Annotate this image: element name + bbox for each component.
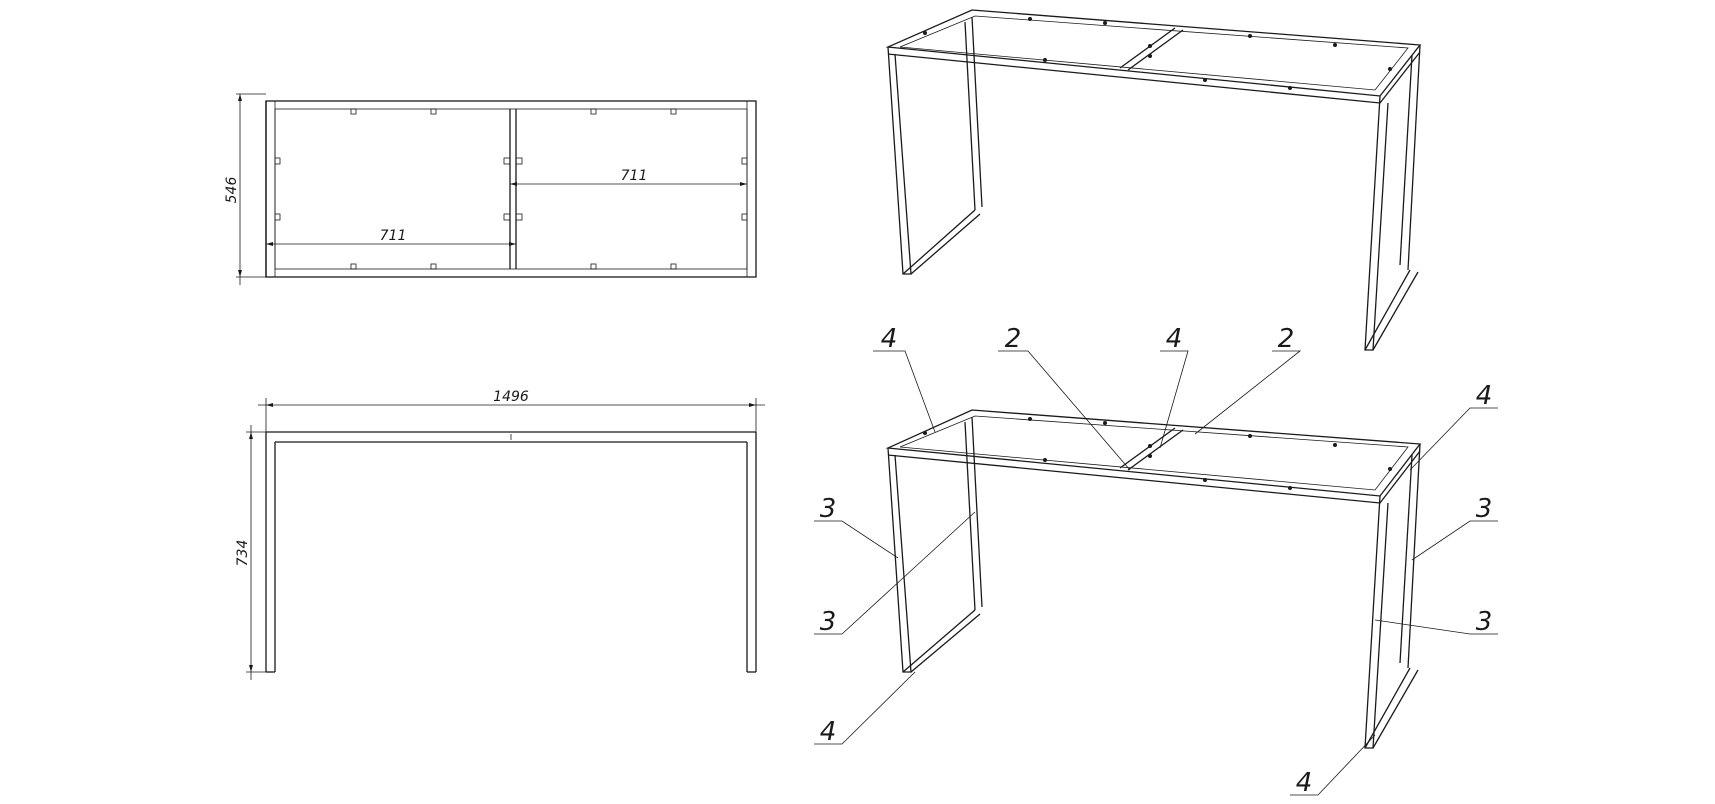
callout-label: 2: [1278, 324, 1295, 354]
callout-label: 4: [1476, 381, 1493, 411]
callout-label: 3: [1476, 607, 1493, 637]
dim-span-right: 711: [510, 168, 747, 186]
callout-label: 4: [881, 324, 898, 354]
callout-leaders: [814, 350, 1498, 796]
dim-depth: 546: [224, 93, 266, 285]
callout-label: 4: [1166, 324, 1183, 354]
dim-height: 734: [235, 425, 266, 680]
callout-label: 3: [820, 494, 837, 524]
dim-span-left-label: 711: [380, 228, 407, 244]
mounting-tabs: [274, 108, 748, 270]
callout-label: 3: [1476, 494, 1493, 524]
callout-label: 3: [820, 607, 837, 637]
top-view: 546 711 711: [224, 93, 757, 285]
front-view: 1496 734: [235, 389, 765, 680]
top-view-outer-frame: [265, 100, 757, 278]
dim-height-label: 734: [235, 540, 251, 567]
isometric-view-upper: [885, 9, 1422, 351]
callout-label: 4: [820, 717, 837, 747]
dim-span-right-label: 711: [621, 168, 648, 184]
callout-label: 2: [1005, 324, 1022, 354]
dim-span-left: 711: [266, 228, 516, 246]
dim-depth-label: 546: [224, 177, 240, 204]
callout-label: 4: [1296, 768, 1313, 798]
isometric-view-lower: 4 2 4 2 4 3 3 3 3 4 4: [814, 324, 1498, 798]
dim-length-label: 1496: [493, 389, 529, 405]
dim-length: 1496: [258, 389, 765, 432]
